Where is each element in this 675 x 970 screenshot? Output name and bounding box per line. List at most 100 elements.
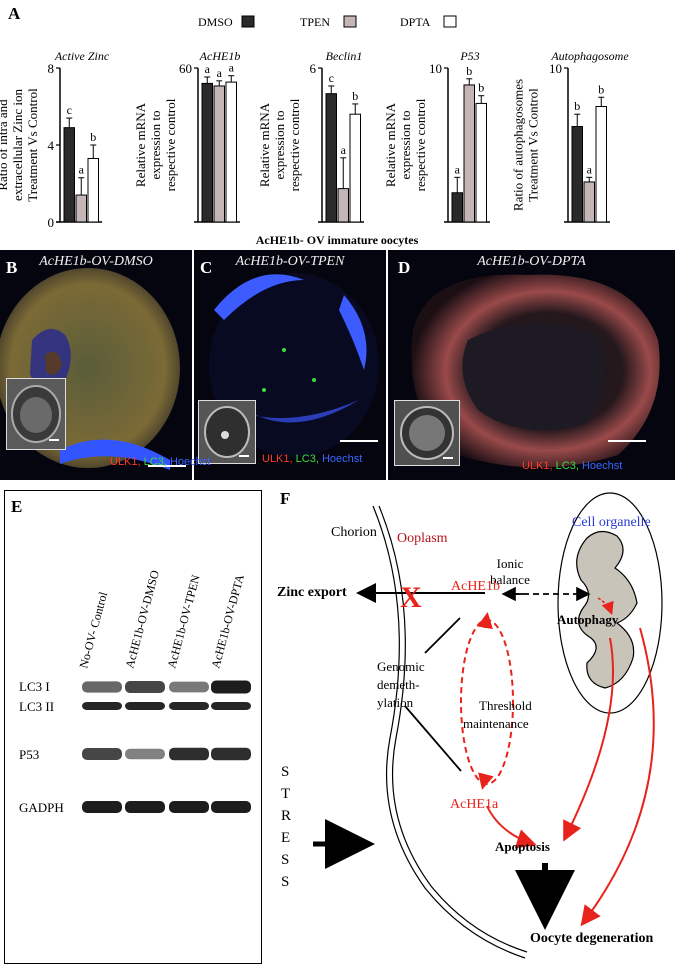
bar-tpen — [75, 194, 87, 223]
legend-label-dmso: DMSO — [198, 15, 233, 29]
legend-swatch-dpta — [443, 15, 457, 28]
threshold-arrow-down — [478, 772, 494, 790]
y-axis-label: expression to — [398, 111, 413, 180]
y-tick-label: 0 — [48, 215, 55, 230]
blot-band — [169, 747, 209, 761]
blot-band — [125, 801, 165, 813]
y-axis-label: expression to — [272, 111, 287, 180]
micrograph-d: AcHE1b-OV-DPTA D ULK1, LC3, Hoechst — [388, 250, 675, 480]
significance-letter: a — [79, 163, 85, 177]
bar-dpta — [475, 102, 487, 223]
bar-dmso — [201, 82, 213, 223]
autophagy-to-degeneration-arrow — [580, 627, 655, 927]
blot-row-label-0: LC3 I — [19, 679, 50, 694]
genomic-label-2: demeth- — [377, 677, 420, 692]
bar-dmso — [63, 127, 75, 223]
blot-band — [82, 801, 122, 813]
apoptosis-label: Apoptosis — [495, 839, 550, 854]
y-axis-label: Treatment Vs Control — [526, 88, 541, 202]
panel-a-letter: A — [8, 4, 21, 23]
blot-band — [211, 680, 251, 694]
chart-title: Beclin1 — [326, 49, 363, 63]
significance-letter: b — [478, 81, 484, 95]
chart-title: Autophagosome — [550, 49, 629, 63]
genomic-line-lower — [404, 705, 462, 772]
stress-letter: E — [281, 830, 290, 846]
micrograph-c-title: AcHE1b-OV-TPEN — [235, 254, 345, 269]
blot-band — [211, 747, 251, 761]
blot-band — [211, 702, 251, 710]
lane-label-1: AcHE1b-OV-DMSO — [122, 568, 162, 669]
micrograph-d-title: AcHE1b-OV-DPTA — [477, 254, 586, 269]
x-axis-label: AcHE1b- OV immature oocytes — [256, 233, 419, 247]
stress-letter: T — [281, 786, 290, 802]
significance-letter: b — [352, 89, 358, 103]
micrograph-c-inset — [198, 400, 256, 464]
threshold-label-1: Threshold — [479, 698, 532, 713]
y-tick-label: 6 — [310, 61, 317, 76]
blot-band — [125, 702, 165, 710]
y-axis-label: Ratio of autophagosomes — [511, 79, 526, 211]
mechanism-diagram: F Chorion Ooplasm Cell organelle Ionic b… — [277, 489, 663, 959]
significance-letter: c — [67, 103, 72, 117]
bar-dmso — [325, 93, 337, 223]
legend-swatch-tpen — [343, 15, 357, 28]
y-axis-label: respective control — [413, 98, 428, 191]
significance-letter: c — [329, 71, 334, 85]
significance-letter: a — [587, 162, 593, 176]
inhibition-x-mark: X — [400, 581, 422, 614]
y-axis-label: expression to — [148, 111, 163, 180]
micrograph-b-title: AcHE1b-OV-DMSO — [39, 254, 153, 269]
legend-label-tpen: TPEN — [300, 15, 330, 29]
chorion-label: Chorion — [331, 525, 377, 540]
blot-band — [125, 748, 165, 760]
genomic-label-3: ylation — [377, 695, 414, 710]
blot-band — [82, 748, 122, 760]
significance-letter: a — [455, 162, 461, 176]
chart-title: Active Zinc — [54, 49, 110, 63]
y-tick-label: 10 — [549, 61, 562, 76]
panel-f-letter: F — [280, 489, 290, 508]
blot-row-label-1: LC3 II — [19, 699, 54, 714]
y-axis-label: respective control — [287, 98, 302, 191]
blot-band — [211, 801, 251, 813]
significance-letter: b — [574, 99, 580, 113]
significance-letter: a — [229, 61, 235, 75]
blot-row-label-3: GADPH — [19, 800, 64, 815]
bar-tpen — [337, 188, 349, 223]
ionic-balance-label-2: balance — [490, 572, 530, 587]
bar-tpen — [463, 84, 475, 223]
y-axis-label: respective control — [163, 98, 178, 191]
y-tick-label: 10 — [429, 61, 442, 76]
ache1a-label: AcHE1a — [450, 797, 499, 812]
autophagy-label: Autophagy — [557, 612, 619, 627]
blot-band — [169, 702, 209, 710]
chorion-membrane-outer — [372, 505, 526, 959]
blot-band — [169, 801, 209, 813]
stress-letter: S — [281, 874, 289, 890]
lane-label-2: AcHE1b-OV-TPEN — [164, 573, 203, 670]
y-tick-label: 8 — [48, 61, 55, 76]
micrograph-c: AcHE1b-OV-TPEN C ULK1, LC3, Hoechst — [194, 250, 386, 480]
ache1b-label: AcHE1b — [451, 579, 500, 594]
ionic-balance-label-1: Ionic — [497, 556, 524, 571]
blot-band — [169, 681, 209, 693]
bar-dpta — [87, 157, 99, 223]
stress-letter: S — [281, 852, 289, 868]
micrograph-d-image — [411, 274, 660, 468]
blot-band — [125, 681, 165, 693]
blot-band — [82, 702, 122, 710]
y-axis-label: Relative mRNA — [383, 102, 398, 187]
panel-e-letter: E — [11, 497, 23, 516]
zinc-export-label: Zinc export — [277, 585, 347, 600]
micrograph-d-stain-legend: ULK1, LC3, Hoechst — [522, 460, 623, 472]
micrograph-c-stain-legend: ULK1, LC3, Hoechst — [262, 453, 363, 465]
chorion-membrane-inner — [378, 505, 528, 953]
bar-dmso — [571, 126, 583, 223]
significance-letter: b — [598, 82, 604, 96]
significance-letter: a — [205, 62, 211, 76]
